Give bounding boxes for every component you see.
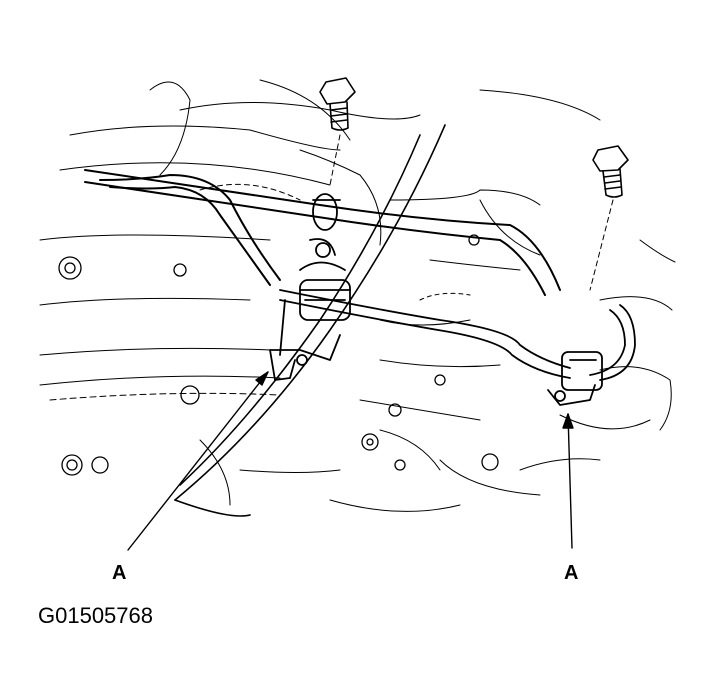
bolt-right [592,145,629,198]
background-outline [39,79,676,512]
bolt-guide-lines [329,134,614,291]
bushing-clamp-left [269,193,351,381]
callout-label-a-right: A [564,562,579,584]
figure-id: G01505768 [38,603,153,628]
bushing-clamp-right [547,351,603,406]
mounting-bosses [58,234,499,476]
stabilizer-bar [84,169,561,296]
callout-label-a-left: A [112,562,127,584]
bolt-left [319,77,356,131]
leader-arrows [127,371,574,551]
